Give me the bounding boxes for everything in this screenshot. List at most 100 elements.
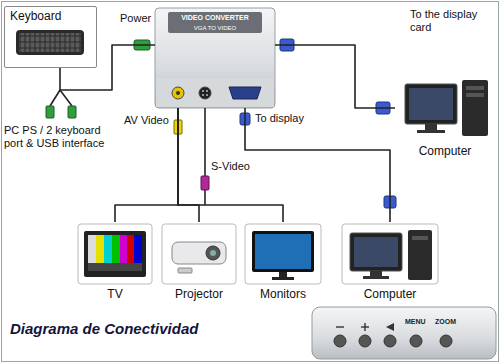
control-panel-illustration-part [386, 323, 394, 331]
converter-housing-part [206, 94, 208, 96]
top-computer-illustration-part [466, 93, 484, 97]
tv-illustration-part [120, 235, 127, 263]
control-panel-illustration-part [312, 307, 496, 359]
bottom-computer-illustration [342, 224, 438, 284]
projector-illustration-part [178, 268, 192, 273]
control-panel: MENU ZOOM [310, 305, 496, 361]
bottom-computer-illustration-part [412, 236, 428, 240]
converter-housing-part [199, 87, 211, 99]
node-text: Keyboard [10, 10, 61, 24]
cable-connector [178, 108, 283, 222]
control-panel-illustration-part [410, 335, 422, 347]
ps2-usb-splitter-part [50, 90, 60, 106]
vga-plugs [240, 39, 396, 208]
top-computer-illustration-part [409, 88, 453, 120]
projector-illustration [162, 224, 236, 284]
tv-illustration-part [127, 235, 134, 263]
converter-housing-part [202, 94, 204, 96]
tv-illustration-part [78, 224, 152, 284]
converter-housing [155, 8, 275, 108]
node-text: Projector [175, 288, 223, 302]
keyboard-illustration-part [16, 30, 84, 55]
control-panel-illustration [312, 307, 496, 359]
monitor-illustration-part [245, 224, 321, 284]
ps2-usb-splitter-part [46, 106, 54, 118]
node-text: VIDEO CONVERTER [181, 14, 249, 22]
control-panel-illustration-part [364, 323, 365, 331]
tv-illustration [78, 224, 152, 284]
callout-label: Power [120, 12, 151, 25]
node-text: TV [107, 288, 122, 302]
top-computer-illustration [405, 80, 488, 136]
tv-illustration-part [88, 263, 142, 271]
callout-label: To the display card [410, 8, 480, 34]
converter-housing-part [155, 8, 275, 108]
converter-housing-part [229, 87, 261, 99]
top-computer-illustration-part [405, 84, 457, 124]
ps2-usb-splitter-part [68, 106, 76, 118]
bottom-computer-illustration-part [350, 233, 402, 271]
tv-illustration-part [104, 235, 112, 263]
cable-connector [275, 45, 395, 108]
control-panel-illustration-part [336, 326, 344, 327]
monitor-illustration [245, 224, 321, 284]
converter-housing-part [206, 90, 208, 92]
ps2-usb-splitter-part [60, 90, 72, 106]
bottom-computer-illustration-part [363, 276, 389, 279]
control-panel-illustration-part [440, 335, 452, 347]
s-video-cable [201, 108, 209, 205]
tv-illustration-part [96, 235, 104, 263]
projector-illustration-part [206, 246, 220, 260]
node-text: ZOOM [435, 318, 456, 326]
callout-label: To display [255, 112, 304, 125]
bottom-computer-illustration-part [370, 271, 382, 276]
keyboard-illustration-part [19, 33, 81, 52]
node-text: Monitors [260, 288, 306, 302]
monitor-illustration-part [272, 277, 294, 280]
converter-housing-part [172, 87, 184, 99]
ps2-usb-splitter [46, 90, 76, 118]
projector-illustration-part [172, 242, 226, 264]
tv-illustration-part [134, 235, 142, 263]
node-text: Computer [419, 145, 472, 159]
control-panel-illustration-part [384, 335, 396, 347]
monitor-illustration-part [279, 272, 287, 277]
converter-housing-part [168, 12, 262, 33]
diagram-title: Diagrama de Conectividad [10, 320, 198, 337]
cable-connector [245, 108, 390, 222]
monitors-box: Monitors [243, 222, 323, 304]
control-panel-illustration-part [334, 335, 346, 347]
projector-illustration-part [162, 224, 236, 284]
s-video-cable-part [201, 176, 209, 190]
control-panel-illustration-part [359, 335, 371, 347]
tv-illustration-part [112, 235, 120, 263]
converter-housing-part [156, 78, 274, 107]
computer-box: Computer [395, 72, 495, 162]
keyboard-box: Keyboard [4, 6, 97, 68]
callout-label: AV Video [124, 114, 169, 127]
tv-box: TV [75, 222, 155, 304]
bottom-computer-illustration-part [354, 237, 398, 267]
node-text: MENU [405, 318, 426, 326]
bottom-computer-illustration-part [408, 230, 432, 280]
keyboard-illustration [16, 30, 84, 55]
bottom-computer-illustration-part [342, 224, 438, 284]
tv-illustration-part [84, 231, 146, 277]
top-computer-illustration-part [466, 86, 484, 90]
monitor-illustration-part [255, 234, 311, 269]
converter-housing-part [176, 91, 180, 95]
converter-housing-part [202, 90, 204, 92]
top-computer-illustration-part [417, 130, 445, 133]
tv-illustration-part [88, 235, 96, 263]
projector-box: Projector [160, 222, 238, 304]
computer-box: Computer [340, 222, 440, 304]
node-text: Computer [364, 288, 417, 302]
top-computer-illustration-part [425, 124, 437, 130]
video-converter-box: VIDEO CONVERTER VGA TO VIDEO [155, 8, 275, 108]
monitor-illustration-part [252, 231, 314, 272]
node-text: VGA TO VIDEO [194, 25, 236, 32]
